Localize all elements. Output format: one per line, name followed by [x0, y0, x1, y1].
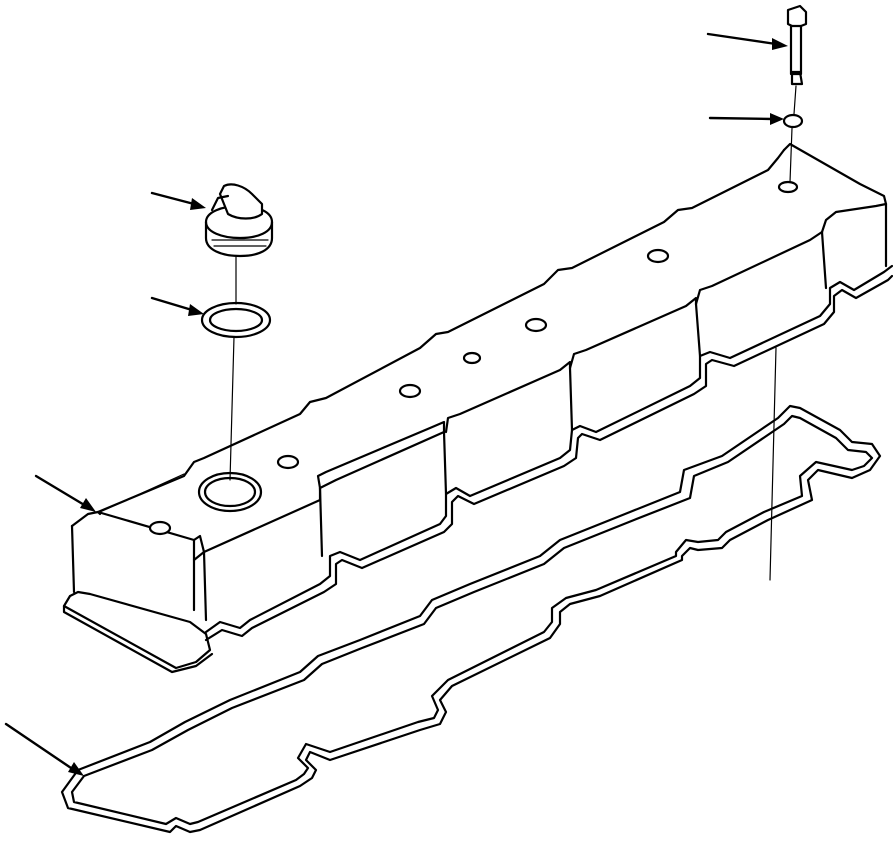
- alignment-lines: [229, 85, 797, 581]
- callout-arrow-o-ring: [150, 296, 204, 316]
- callout-arrow-gasket: [4, 722, 84, 776]
- callout-arrow-cap-screw: [706, 32, 788, 50]
- oil-filler-cap: [204, 183, 274, 258]
- valve-cover: [62, 142, 893, 674]
- bolt-bosses: [148, 180, 799, 536]
- o-ring: [200, 301, 272, 339]
- callout-arrow-valve-cover: [34, 474, 96, 512]
- callout-arrow-filler-cap: [150, 191, 206, 210]
- valve-cover-gasket: [60, 404, 882, 834]
- cap-screw: [786, 4, 808, 86]
- callout-arrow-seal-washer: [708, 113, 784, 125]
- seal-washer: [782, 113, 804, 129]
